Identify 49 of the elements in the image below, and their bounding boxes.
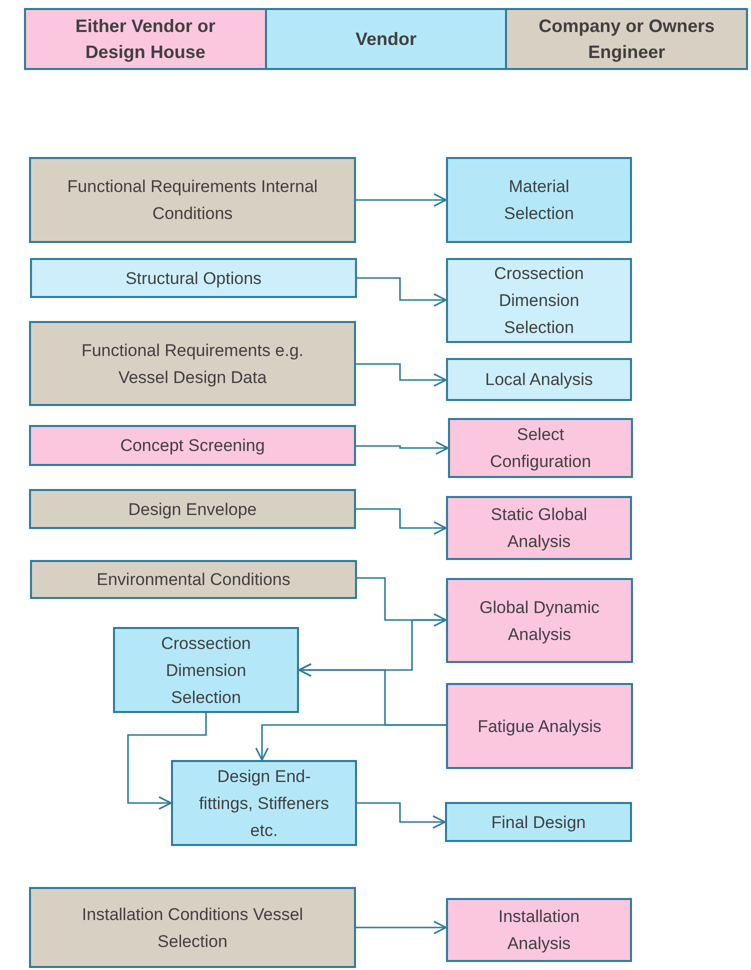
legend-label: Either Vendor or Design House: [74, 15, 216, 64]
box-label: Crossection Dimension Selection: [160, 632, 252, 708]
arrow: [357, 277, 447, 307]
process-box: [446, 157, 632, 243]
box-label: Installation Analysis: [497, 906, 581, 955]
box-label: Fatigue Analysis: [478, 716, 602, 738]
box-label: Global Dynamic Analysis: [478, 596, 600, 646]
process-box: [29, 887, 356, 968]
box-label: Functional Requirements e.g. Vessel Design Data: [80, 340, 305, 388]
process-box: [446, 578, 633, 663]
box-label: Select Configuration: [488, 424, 592, 473]
box-label: Local Analysis: [485, 369, 593, 391]
box-label: Final Design: [491, 812, 586, 834]
process-box: [445, 802, 632, 842]
arrow: [356, 441, 449, 455]
arrow: [356, 920, 447, 934]
arrow: [357, 802, 446, 829]
box-label: Static Global Analysis: [490, 504, 588, 553]
process-box: [446, 683, 633, 769]
box-label: Environmental Conditions: [96, 569, 290, 591]
process-box: [29, 321, 356, 406]
box-label: Material Selection: [503, 176, 575, 225]
process-box: [29, 157, 356, 243]
process-box: [171, 760, 357, 846]
process-box: [446, 496, 632, 560]
box-label: Design End-fittings, Stiffeners etc.: [198, 766, 330, 842]
process-box: [446, 898, 632, 962]
arrow: [356, 508, 447, 535]
process-box: [30, 560, 357, 599]
box-label: Design Envelope: [128, 498, 257, 520]
box-label: Functional Requirements Internal Conditions: [66, 176, 319, 225]
arrow: [356, 363, 447, 387]
process-box: [113, 627, 299, 713]
box-label: Installation Conditions Vessel Selection: [80, 904, 304, 952]
arrow: [357, 577, 447, 627]
arrow: [255, 724, 446, 761]
process-box: [448, 418, 633, 478]
arrow: [127, 713, 207, 810]
process-box: [29, 425, 356, 466]
legend-label: Vendor: [356, 28, 417, 51]
box-label: Concept Screening: [120, 435, 265, 457]
legend-label: Company or Owners Engineer: [538, 15, 716, 64]
box-label: Crossection Dimension Selection: [493, 263, 585, 339]
process-box: [446, 258, 632, 343]
box-label: Structural Options: [125, 268, 262, 290]
arrow: [356, 193, 447, 207]
process-box: [446, 358, 632, 401]
process-box: [30, 258, 357, 298]
process-box: [29, 489, 356, 529]
